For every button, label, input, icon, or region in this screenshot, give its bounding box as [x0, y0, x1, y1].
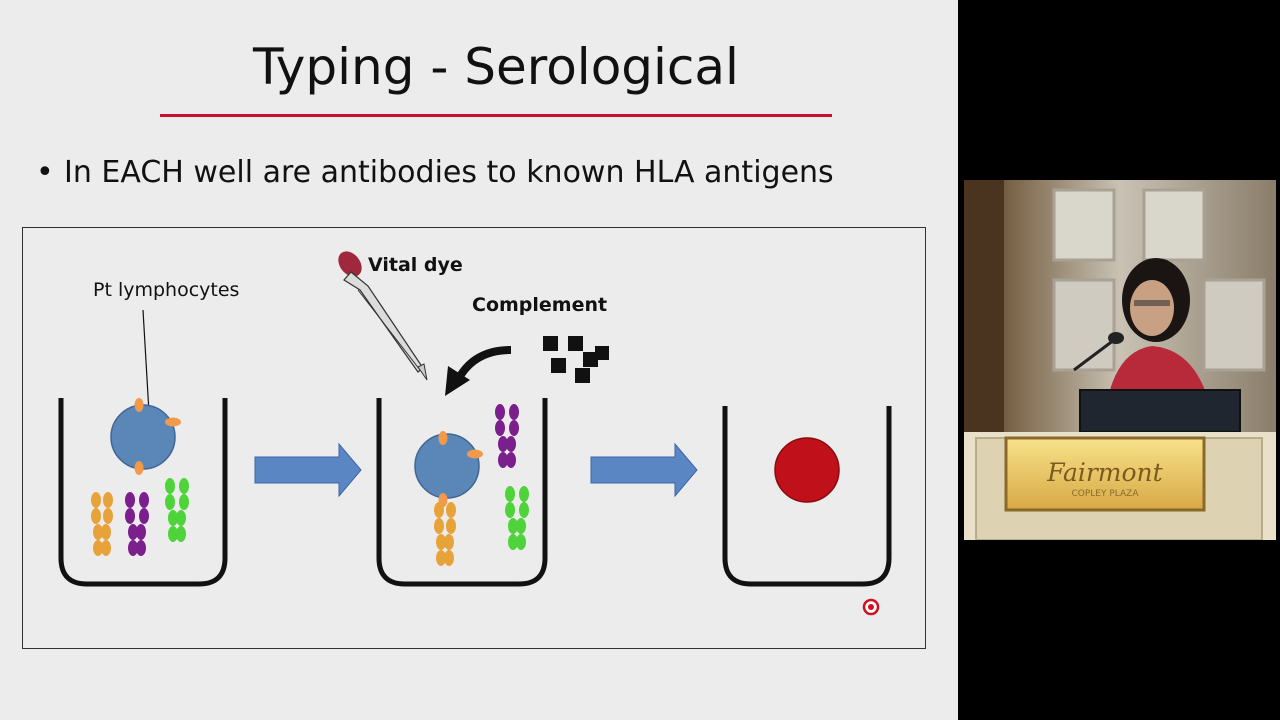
title-underline: [160, 114, 832, 117]
antibody-green-1: [165, 478, 189, 542]
laptop-monitor: [1079, 389, 1241, 433]
process-arrow-2: [590, 442, 698, 498]
label-pt-lymphocytes: Pt lymphocytes: [93, 279, 240, 301]
bullet-marker: •: [36, 155, 54, 190]
speaker-video-scene: Fairmont COPLEY PLAZA: [964, 180, 1276, 540]
label-complement: Complement: [472, 294, 608, 316]
diagram-graphics: [58, 251, 892, 616]
podium-brand: Fairmont: [1046, 458, 1163, 487]
antibody-purple-2: [495, 404, 519, 468]
window-pane: [1052, 188, 1116, 262]
lymphocyte-cell-1: [110, 398, 181, 475]
well-3: [722, 406, 892, 587]
antibody-orange-bound: [434, 502, 456, 566]
curved-arrow-icon: [445, 346, 512, 396]
well-1: [58, 398, 228, 587]
serology-diagram: Pt lymphocytes Vital dye Complement: [22, 227, 926, 649]
bullet-point: • In EACH well are antibodies to known HL…: [36, 155, 834, 190]
label-vital-dye: Vital dye: [368, 254, 463, 276]
window-pane: [1142, 188, 1206, 262]
microphone: [1073, 332, 1124, 372]
window-pane: [1052, 278, 1116, 372]
well-2: [376, 398, 548, 587]
podium-plaque: [1004, 436, 1206, 512]
laser-pointer-icon: [862, 598, 880, 616]
pipette-icon: [338, 251, 428, 381]
antibody-orange-1: [91, 492, 113, 556]
podium-subtitle: COPLEY PLAZA: [1072, 489, 1140, 499]
lymphocyte-cell-2: [414, 431, 483, 507]
slide-title: Typing - Serological: [253, 38, 739, 96]
presentation-slide: Typing - Serological • In EACH well are a…: [0, 0, 958, 720]
antibody-green-2: [505, 486, 529, 550]
process-arrow-1: [254, 442, 362, 498]
dead-cell: [774, 437, 840, 503]
complement-squares-icon: [543, 336, 609, 383]
speaker-video: Fairmont COPLEY PLAZA: [964, 180, 1276, 540]
bullet-text: In EACH well are antibodies to known HLA…: [64, 155, 834, 190]
window-pane: [1202, 278, 1266, 372]
antibody-purple-1: [125, 492, 149, 556]
